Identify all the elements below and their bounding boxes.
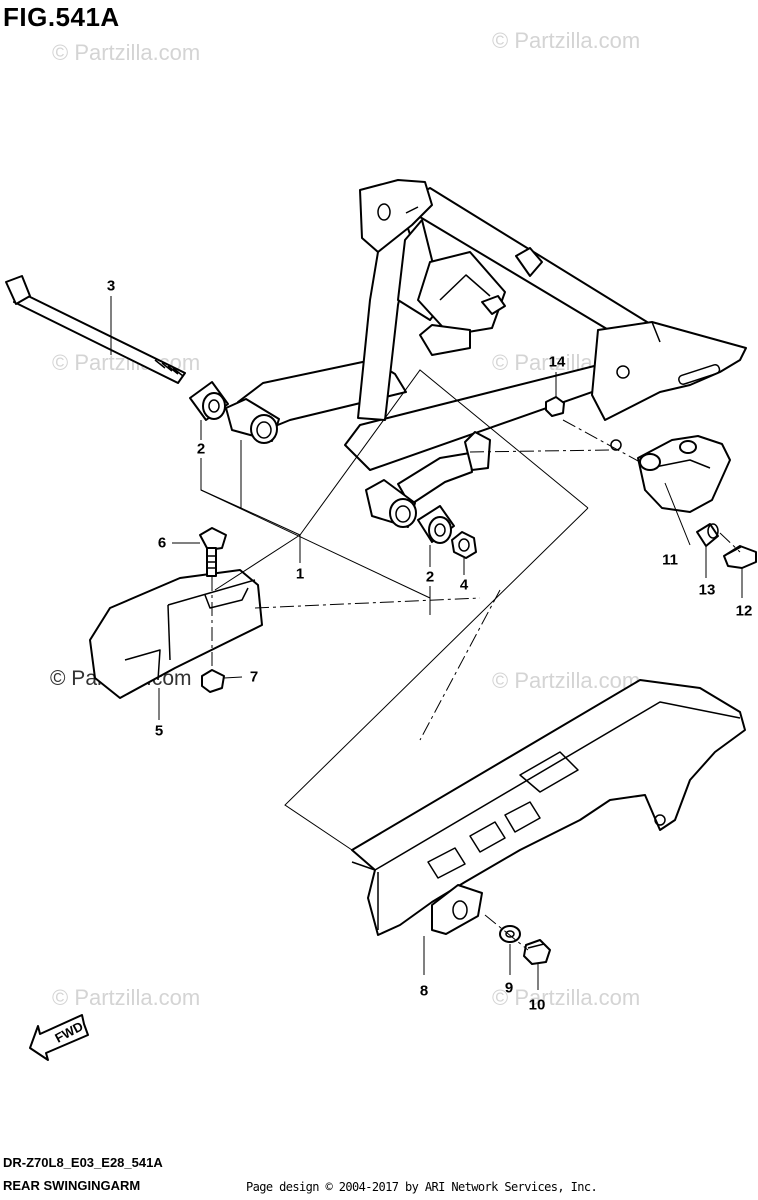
callout-2[interactable]: 2 <box>196 440 206 458</box>
callout-10[interactable]: 10 <box>528 996 546 1014</box>
chain-buffer <box>89 569 263 699</box>
nut-14 <box>545 396 565 417</box>
figure-title: FIG.541A <box>3 2 120 32</box>
callout-6[interactable]: 6 <box>157 534 167 552</box>
callout-1[interactable]: 1 <box>295 565 305 583</box>
bushing-left <box>189 381 229 421</box>
callout-12[interactable]: 12 <box>735 602 753 620</box>
chain-case <box>351 679 746 936</box>
bushing-right <box>417 505 455 544</box>
watermark: © Partzilla.com <box>492 28 641 53</box>
washer-9 <box>499 925 521 943</box>
figure-name: REAR SWINGINGARM <box>3 1178 141 1193</box>
chain-guide <box>637 435 731 513</box>
callout-2[interactable]: 2 <box>425 568 435 586</box>
nut-7 <box>201 669 225 693</box>
watermark: © Partzilla.com <box>492 668 641 693</box>
callout-11[interactable]: 11 <box>662 551 678 569</box>
page-credit: Page design © 2004-2017 by ARI Network S… <box>246 1180 598 1194</box>
callout-14[interactable]: 14 <box>548 353 566 371</box>
leader-lines <box>110 296 743 990</box>
centerlines <box>211 419 741 951</box>
callout-13[interactable]: 13 <box>698 581 716 599</box>
pivot-shaft <box>5 275 186 384</box>
nut-4 <box>451 531 477 559</box>
callout-9[interactable]: 9 <box>504 979 514 997</box>
bolt-10 <box>523 939 551 965</box>
watermark: © Partzilla.com <box>52 40 201 65</box>
swingarm <box>225 179 747 528</box>
watermark: © Partzilla.com <box>52 985 201 1010</box>
callout-3[interactable]: 3 <box>106 277 116 295</box>
bolt-12 <box>723 545 757 569</box>
figure-code: DR-Z70L8_E03_E28_541A <box>3 1155 163 1170</box>
callout-8[interactable]: 8 <box>419 982 429 1000</box>
spacer <box>696 523 719 547</box>
callout-4[interactable]: 4 <box>459 576 469 594</box>
bolt-6 <box>199 527 227 577</box>
fwd-arrow-icon: FWD <box>29 1014 89 1061</box>
callout-5[interactable]: 5 <box>154 722 164 740</box>
callout-7[interactable]: 7 <box>249 668 259 686</box>
watermark: © Partzilla.com <box>492 985 641 1010</box>
